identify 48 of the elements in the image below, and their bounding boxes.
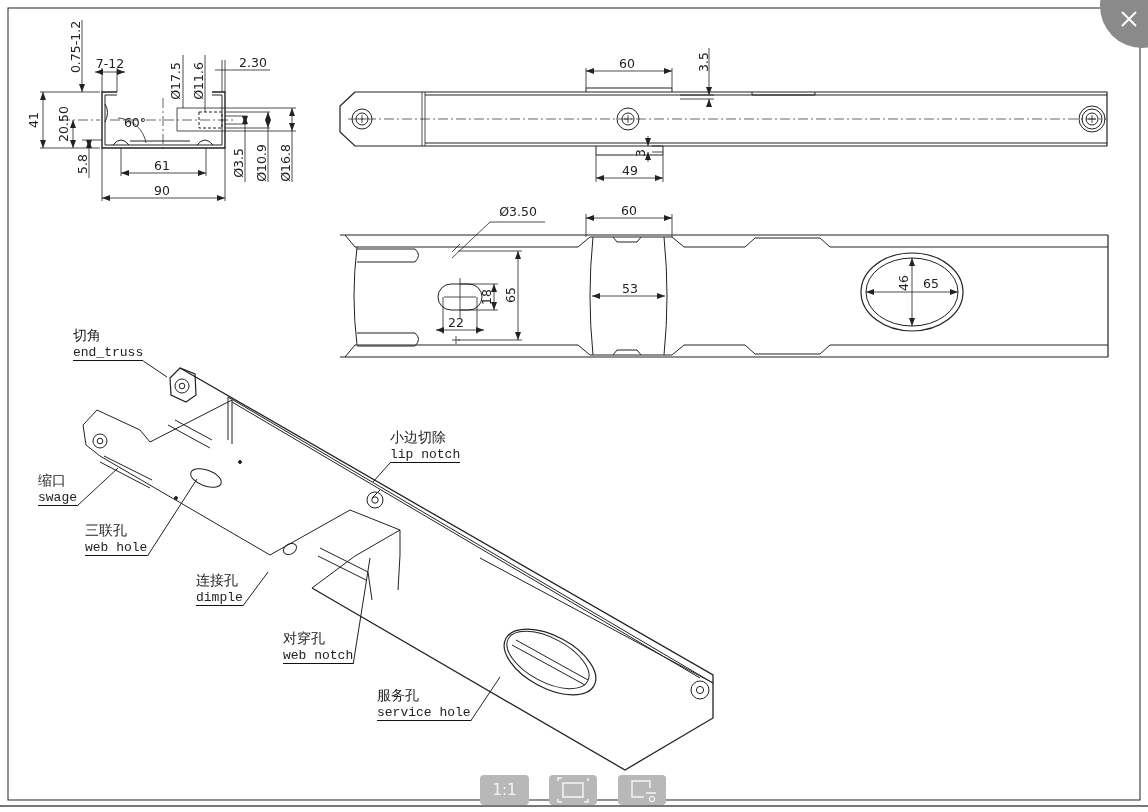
dimension-text: 61 [154,159,170,173]
leader-line [146,478,198,557]
leader-line [352,557,371,665]
callout-title: 三联孔 [85,523,127,537]
callout-label: end_truss [73,346,144,361]
leader-line [76,467,119,507]
dimension-text: 53 [622,282,638,296]
dimension-text: 90 [154,184,170,198]
callout-title: 小边切除 [390,430,446,444]
dimension-text: 46 [897,275,911,291]
dimension-text: 0.75-1.2 [69,20,83,74]
dimension-text: 2.30 [239,56,267,70]
dimension-text: 5.8 [76,154,90,174]
dimension-text: 60 [621,204,637,218]
callout-title: 缩口 [38,473,66,487]
dimension-text: 18 [480,289,494,305]
dimension-text: Ø16.8 [279,144,293,182]
callout-title: 对穿孔 [283,631,325,645]
callout-label: swage [38,491,77,506]
dimension-text: 3 [634,149,648,157]
dimension-text: 3.5 [697,52,711,72]
dimension-text: 7-12 [95,57,125,71]
callout-title: 切角 [73,328,101,342]
dimension-text: 60 [619,57,635,71]
leader-line [372,462,391,483]
dimension-text: 22 [448,316,464,330]
dimension-text: Ø17.5 [169,62,183,100]
dimension-text: Ø3.5 [232,148,246,178]
callout-label: lip notch [390,448,461,463]
callout-label: web notch [283,649,354,664]
leader-line [142,360,168,378]
dimension-text: 65 [504,287,518,303]
callout-title: 服务孔 [377,688,419,702]
callout-label: web hole [85,541,148,556]
leader-line [470,676,501,722]
dimension-text: 49 [622,164,638,178]
zoom-button: 1:1 [480,775,529,805]
dimension-text: 60° [123,116,147,130]
dimension-text: Ø10.9 [255,144,269,182]
dimension-text: Ø11.6 [192,62,206,100]
callout-title: 连接孔 [196,573,238,587]
dimension-text: Ø3.50 [499,205,537,219]
dimension-text: 20.50 [57,106,71,142]
callout-label: service hole [377,706,471,721]
dimension-text: 41 [27,112,41,128]
callout-label: dimple [196,591,243,606]
dimension-text: 65 [923,277,939,291]
leader-line [242,571,269,607]
